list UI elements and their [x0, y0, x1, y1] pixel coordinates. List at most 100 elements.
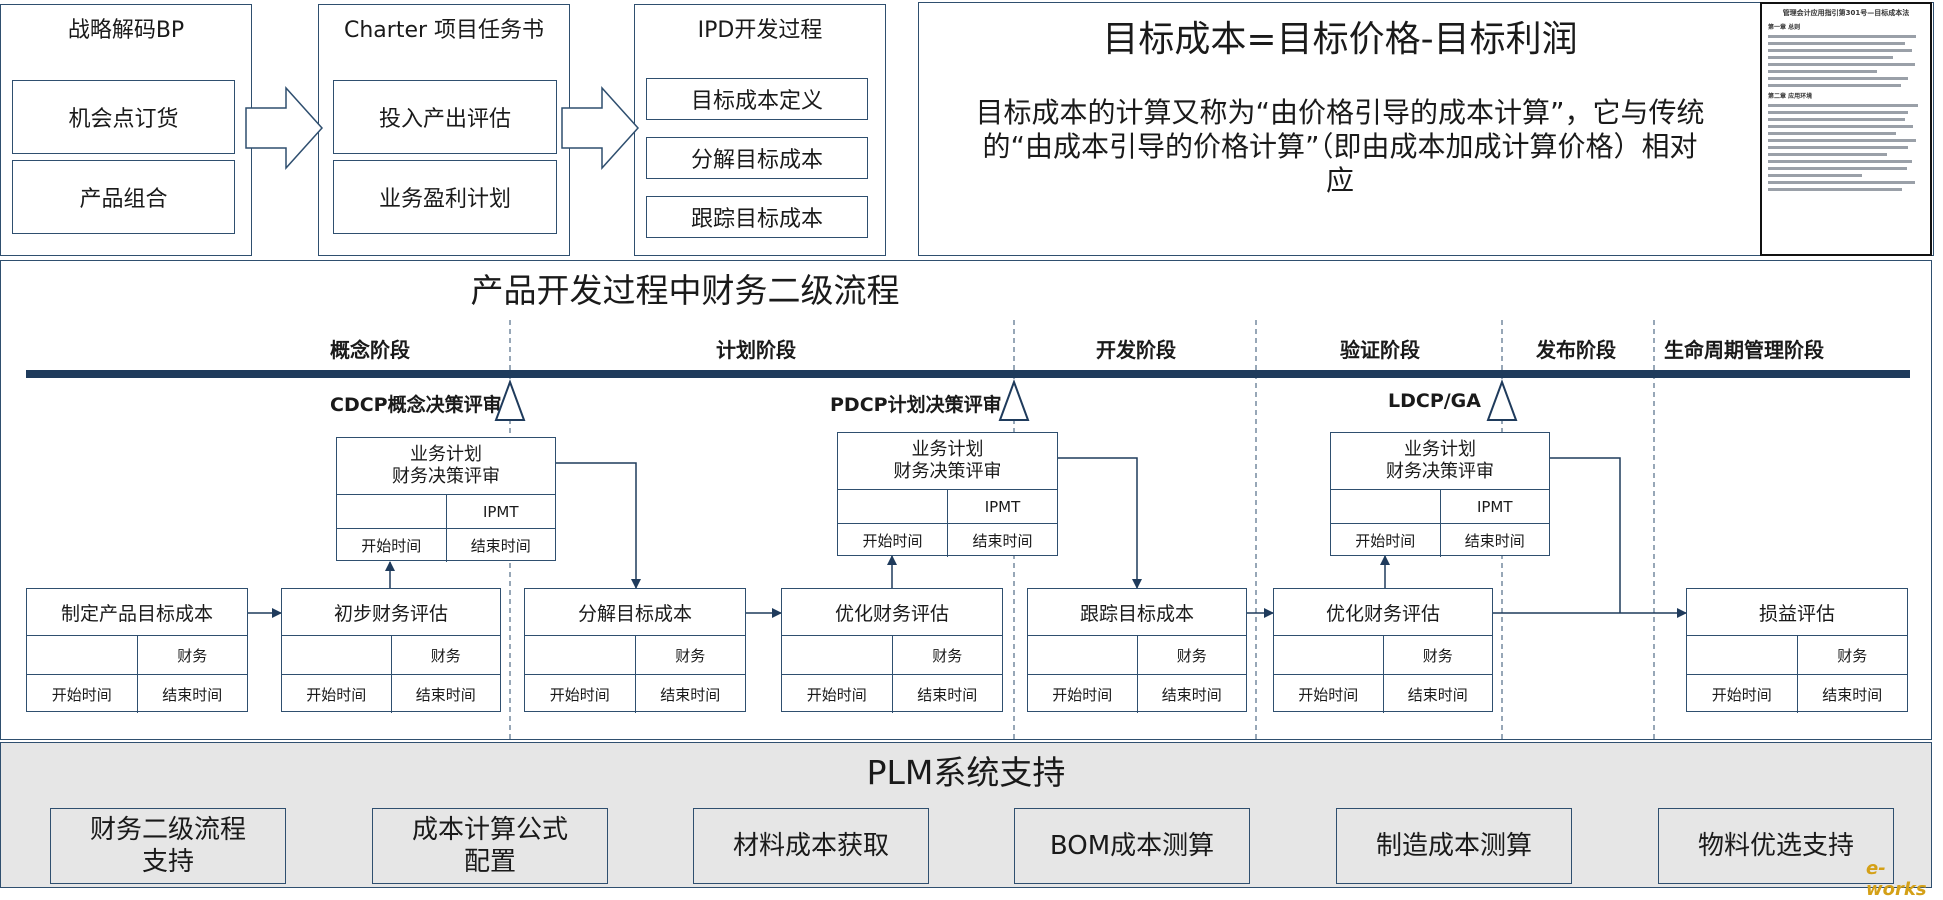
task-name: 优化财务评估	[1274, 589, 1492, 637]
review-start: 开始时间	[361, 537, 422, 556]
task-start: 开始时间	[806, 685, 867, 704]
task-cell	[1028, 636, 1137, 674]
plm-item-line: 材料成本获取	[732, 831, 889, 861]
task-start: 开始时间	[1711, 685, 1772, 704]
task-end: 结束时间	[390, 675, 501, 713]
task-name: 优化财务评估	[782, 589, 1002, 637]
task-owner: 财务	[1796, 636, 1908, 675]
plm-item-line: 财务二级流程	[89, 815, 246, 845]
review-title: 业务计划财务决策评审	[1331, 433, 1549, 491]
review-cell	[1331, 490, 1440, 523]
formula-title: 目标成本=目标价格-目标利润	[1102, 19, 1578, 60]
task-name: 损益评估	[1687, 589, 1907, 637]
task-card: 优化财务评估 财务 开始时间结束时间	[1273, 588, 1493, 713]
phase-label: 发布阶段	[1536, 338, 1616, 362]
plm-item-line: 配置	[463, 847, 516, 877]
watermark-logo: e-works	[1866, 858, 1927, 900]
plm-item-line: BOM成本测算	[1049, 831, 1215, 861]
ipd-item: 分解目标成本	[646, 137, 868, 179]
task-cell	[1687, 636, 1797, 674]
task-cell	[27, 636, 137, 674]
ipd-item: 跟踪目标成本	[646, 196, 868, 238]
review-box: 业务计划财务决策评审 IPMT 开始时间 结束时间	[336, 437, 556, 562]
phase-label: 计划阶段	[716, 338, 796, 362]
task-name: 制定产品目标成本	[27, 589, 247, 637]
formula-description: 目标成本的计算又称为“由价格引导的成本计算”，它与传统 的“由成本引导的价格计算…	[930, 96, 1750, 198]
flow-title: 产品开发过程中财务二级流程	[470, 271, 900, 310]
task-cell	[782, 636, 892, 674]
task-end: 结束时间	[1382, 675, 1493, 713]
milestone-label: LDCP/GA	[1388, 390, 1481, 412]
plm-item-line: 物料优选支持	[1697, 831, 1854, 861]
doc-title: 管理会计应用指引第301号—目标成本法	[1782, 9, 1910, 17]
plm-item: 材料成本获取	[693, 808, 929, 884]
review-box: 业务计划财务决策评审 IPMT 开始时间 结束时间	[837, 432, 1058, 557]
plm-item-line: 支持	[141, 847, 194, 877]
task-owner: 财务	[891, 636, 1003, 675]
doc-heading: 第二章 应用环境	[1768, 93, 1813, 100]
task-owner: 财务	[634, 636, 746, 675]
strategy-item: 产品组合	[12, 160, 235, 234]
task-end: 结束时间	[1136, 675, 1247, 713]
block-arrow-right	[561, 86, 640, 170]
charter-item: 投入产出评估	[333, 80, 557, 154]
review-box: 业务计划财务决策评审 IPMT 开始时间 结束时间	[1330, 432, 1550, 557]
phase-label: 验证阶段	[1340, 338, 1420, 362]
review-start: 开始时间	[1355, 532, 1416, 551]
ipd-title: IPD开发过程	[697, 18, 823, 43]
review-cell	[838, 490, 947, 523]
review-owner: IPMT	[1439, 490, 1550, 524]
review-cell	[337, 495, 446, 528]
review-line: 财务决策评审	[392, 466, 500, 488]
task-start: 开始时间	[306, 685, 367, 704]
task-start: 开始时间	[549, 685, 610, 704]
review-title: 业务计划财务决策评审	[838, 433, 1057, 491]
task-cell	[1274, 636, 1383, 674]
ipd-item: 目标成本定义	[646, 78, 868, 120]
milestone-label: CDCP概念决策评审	[330, 394, 502, 416]
task-end: 结束时间	[634, 675, 746, 713]
strategy-item: 机会点订货	[12, 80, 235, 154]
plm-item: 物料优选支持	[1658, 808, 1894, 884]
task-card: 制定产品目标成本 财务 开始时间 结束时间	[26, 588, 248, 713]
review-title: 业务计划财务决策评审	[337, 438, 555, 496]
task-owner: 财务	[1136, 636, 1247, 675]
plm-item: 成本计算公式配置	[372, 808, 608, 884]
plm-item: 财务二级流程支持	[50, 808, 286, 884]
document-thumbnail: 管理会计应用指引第301号—目标成本法 第一章 总则 第二章 应用环境	[1760, 2, 1932, 256]
plm-panel	[0, 742, 1932, 888]
phase-label: 概念阶段	[330, 338, 410, 362]
plm-title: PLM系统支持	[866, 753, 1066, 792]
task-card: 初步财务评估 财务 开始时间结束时间	[281, 588, 501, 713]
plm-item-line: 制造成本测算	[1375, 831, 1532, 861]
task-cell	[282, 636, 391, 674]
task-start: 开始时间	[1052, 685, 1113, 704]
block-arrow-right	[245, 86, 324, 170]
review-owner: IPMT	[947, 490, 1057, 524]
phase-label: 生命周期管理阶段	[1664, 338, 1824, 362]
task-name: 分解目标成本	[525, 589, 745, 637]
plm-item: 制造成本测算	[1336, 808, 1572, 884]
plm-item: BOM成本测算	[1014, 808, 1250, 884]
review-line: 业务计划	[1404, 439, 1476, 461]
task-card: 分解目标成本 财务 开始时间 结束时间	[524, 588, 746, 713]
task-cell	[525, 636, 635, 674]
desc-line: 目标成本的计算又称为“由价格引导的成本计算”，它与传统	[975, 96, 1705, 129]
review-line: 业务计划	[911, 439, 984, 461]
review-line: 财务决策评审	[1386, 461, 1494, 483]
milestone-label: PDCP计划决策评审	[830, 394, 1002, 416]
task-name: 跟踪目标成本	[1028, 589, 1246, 637]
task-owner: 财务	[136, 636, 248, 675]
task-card: 跟踪目标成本 财务 开始时间 结束时间	[1027, 588, 1247, 713]
review-start: 开始时间	[862, 532, 923, 551]
review-line: 业务计划	[410, 444, 482, 466]
task-card: 损益评估 财务 开始时间结束时间	[1686, 588, 1908, 713]
review-end: 结束时间	[947, 524, 1057, 557]
task-card: 优化财务评估 财务 开始时间结束时间	[781, 588, 1003, 713]
review-end: 结束时间	[445, 529, 556, 562]
review-end: 结束时间	[1439, 524, 1550, 557]
review-owner: IPMT	[445, 495, 556, 529]
task-start: 开始时间	[1298, 685, 1359, 704]
task-start: 开始时间	[51, 685, 112, 704]
task-end: 结束时间	[136, 675, 248, 713]
